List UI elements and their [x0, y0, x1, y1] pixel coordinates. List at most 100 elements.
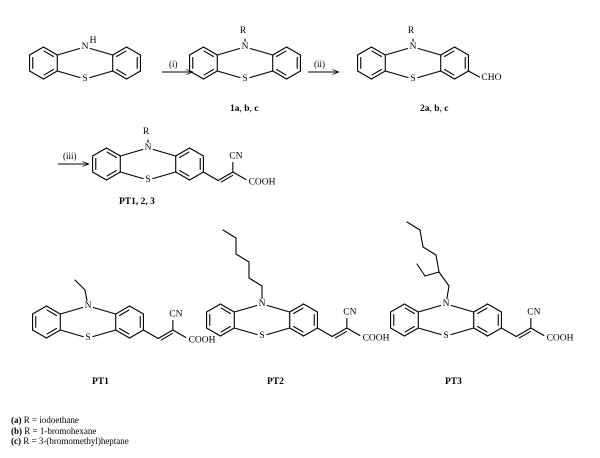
left-ring-bond [189, 46, 204, 56]
right-ring-bond [440, 46, 456, 56]
nitrogen-atom: N [443, 299, 450, 309]
left-ring-bond [92, 147, 107, 157]
right-ring-double-bond [477, 307, 488, 315]
s-bond-right [92, 329, 117, 338]
right-ring-bond [286, 46, 301, 56]
sulfur-atom: S [85, 333, 90, 343]
left-ring-double-bond [203, 50, 214, 58]
left-ring-double-bond [46, 309, 57, 317]
s-bond-right [249, 70, 274, 79]
r-group: R [408, 26, 415, 36]
left-ring-bond [357, 70, 372, 80]
compound-pt2-label: PT2 [267, 377, 284, 387]
n-bond-right [89, 47, 114, 56]
n-bond-right [417, 47, 442, 56]
n-bond-left [59, 306, 84, 315]
cyano-group: CN [343, 307, 356, 317]
pt2-acrylic-vinyl-double-bond [334, 330, 348, 339]
right-ring-bond [126, 46, 141, 56]
eh-ethyl-2 [416, 263, 426, 277]
left-ring-bond [390, 327, 405, 337]
sulfur-atom: S [259, 331, 264, 341]
right-ring-bond [115, 305, 131, 315]
pt1-acrylic-vinyl-double-bond [160, 332, 174, 341]
right-ring-bond [112, 46, 128, 56]
r-group: R [240, 26, 247, 36]
step-i-label: (i) [169, 59, 178, 69]
pt3-acrylic-vinyl-bond [515, 327, 532, 338]
n-bond-right [266, 304, 291, 313]
left-ring-bond [32, 329, 47, 339]
s-bond-left [233, 327, 258, 336]
right-ring-bond [272, 46, 288, 56]
left-ring-bond [403, 327, 419, 337]
right-ring-bond [303, 327, 318, 337]
n-bond-right [249, 47, 274, 56]
pt3-acrylic-vinyl-double-bond [518, 330, 532, 339]
pt-acrylic-cooh-bond [232, 171, 247, 181]
right-ring-bond [115, 329, 131, 339]
compound-pt-label: PT1, 2, 3 [119, 197, 155, 207]
eh-ethyl-1 [424, 271, 440, 277]
reagent-c: (c) R = 3-(bromomethyl)heptane [11, 436, 129, 446]
right-ring-bond [189, 171, 204, 181]
compound-1-label: 1a, b, c [230, 104, 259, 114]
n-bond-right [92, 306, 117, 315]
left-ring-bond [219, 327, 235, 337]
right-ring-double-bond [116, 68, 127, 76]
right-ring-bond [487, 327, 502, 337]
nitrogen-atom: N [145, 143, 152, 153]
carboxylic-acid-group: COOH [249, 178, 276, 188]
s-bond-right [152, 171, 177, 180]
reagent-legend: (a) R = iodoethane (b) R = 1-bromohexane… [11, 415, 129, 447]
sulfur-atom: S [82, 74, 87, 84]
left-ring-bond [206, 303, 221, 313]
right-ring-double-bond [444, 68, 455, 76]
nitrogen-atom: N [85, 301, 92, 311]
right-ring-double-bond [116, 50, 127, 58]
s-bond-right [89, 70, 114, 79]
left-ring-double-bond [106, 169, 117, 177]
right-ring-double-bond [444, 50, 455, 58]
cyano-group: CN [229, 151, 242, 161]
left-ring-bond [390, 303, 405, 313]
right-ring-double-bond [276, 50, 287, 58]
left-ring-bond [370, 46, 386, 56]
s-bond-left [384, 70, 409, 79]
right-ring-double-bond [179, 169, 190, 177]
pt3-acrylic-cooh-bond [530, 327, 545, 337]
nitrogen-atom: N [82, 42, 89, 52]
carboxylic-acid-group: COOH [547, 334, 574, 344]
step-iii-label: (iii) [63, 151, 77, 161]
left-ring-bond [202, 70, 218, 80]
left-ring-bond [42, 46, 58, 56]
left-ring-double-bond [404, 307, 415, 315]
right-ring-bond [286, 70, 301, 80]
s-bond-left [417, 327, 442, 336]
right-ring-bond [126, 70, 141, 80]
n-bond-left [119, 148, 144, 157]
pt3-acrylic-bond [500, 327, 517, 338]
s-bond-left [56, 70, 81, 79]
right-ring-bond [175, 147, 191, 157]
left-ring-double-bond [404, 325, 415, 333]
left-ring-double-bond [203, 68, 214, 76]
hydrogen-atom: H [90, 36, 97, 46]
left-ring-double-bond [371, 50, 382, 58]
right-ring-bond [189, 147, 204, 157]
left-ring-bond [206, 327, 221, 337]
right-ring-double-bond [119, 309, 130, 317]
eh-butyl-1 [435, 254, 440, 273]
left-ring-bond [45, 329, 61, 339]
right-ring-bond [112, 70, 128, 80]
step-ii-label: (ii) [314, 59, 325, 69]
left-ring-bond [92, 171, 107, 181]
eh-butyl-2 [422, 246, 437, 256]
r-group: R [143, 127, 150, 137]
n-bond-left [216, 47, 241, 56]
right-ring-bond [454, 46, 469, 56]
s-bond-right [450, 327, 475, 336]
right-ring-bond [272, 70, 288, 80]
